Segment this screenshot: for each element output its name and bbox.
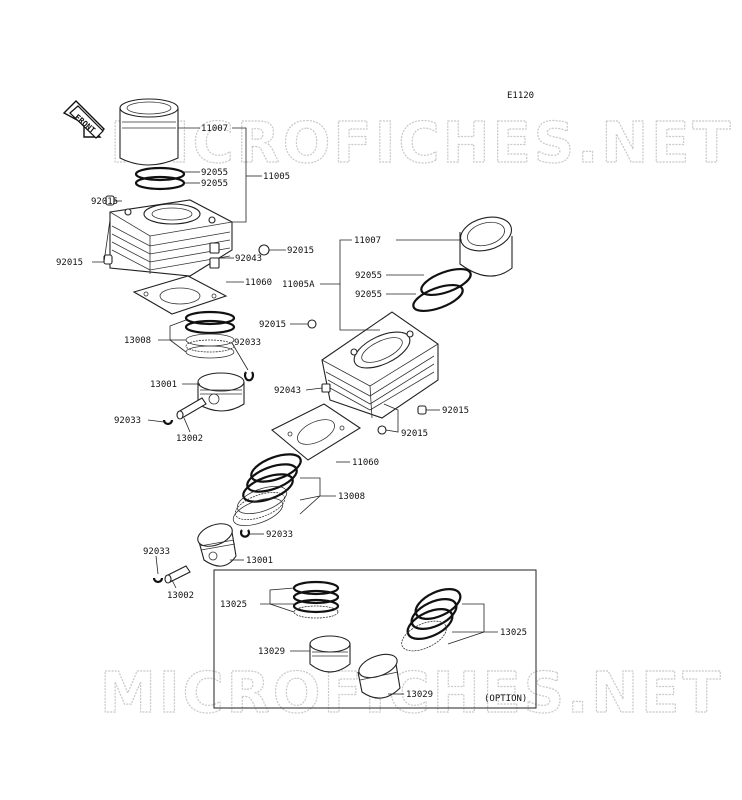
label-92043-a: 92043 [235,254,262,264]
cylinder-block-right [321,311,439,419]
ring-92055-c [420,267,472,297]
label-13001-b: 13001 [246,556,273,566]
option-label: (OPTION) [484,694,527,704]
label-13029-b: 13029 [406,690,433,700]
label-92033-b: 92033 [114,416,141,426]
ring-92055-a [134,166,186,182]
label-92033-c: 92033 [266,530,293,540]
label-92015-c: 92015 [287,246,314,256]
label-92015-b: 92015 [56,258,83,268]
label-11060-b: 11060 [352,458,379,468]
option-piston-left [309,635,351,673]
diagram-id: E1120 [507,91,534,101]
option-ring-set-left [292,580,340,619]
ring-set-13008-right [232,453,302,527]
dowel-92043-b [321,383,331,393]
label-13008-a: 13008 [124,336,151,346]
label-11005A: 11005A [282,280,315,290]
label-92015-a: 92015 [91,197,118,207]
piston-top-left [119,98,179,166]
bolt-92015-e [417,405,427,415]
label-13029-a: 13029 [258,647,285,657]
option-ring-set-right [401,588,462,652]
label-92015-e: 92015 [442,406,469,416]
piston-pin-13002-b [164,565,191,584]
label-92015-f: 92015 [401,429,428,439]
label-13002-b: 13002 [167,591,194,601]
label-13025-b: 13025 [500,628,527,638]
label-13008-b: 13008 [338,492,365,502]
watermark-top: MICROFICHES.NET [110,111,734,176]
cylinder-block-top-left [109,199,233,277]
circlip-92033-b [162,419,174,426]
circlip-92033-a [243,371,255,382]
label-13025-a: 13025 [220,600,247,610]
piston-top-right [459,216,513,277]
label-13002-a: 13002 [176,434,203,444]
piston-13001-right [197,523,237,567]
leader-lines [92,127,498,695]
label-92055-c: 92055 [355,271,382,281]
label-92055-a: 92055 [201,168,228,178]
label-13001-a: 13001 [150,380,177,390]
piston-13001-top-left [197,372,245,412]
nut-92015-d [307,319,317,329]
dowel-92043-a1 [209,242,220,254]
label-11060-a: 11060 [245,278,272,288]
bolt-92015-a [105,195,115,206]
label-92055-d: 92055 [355,290,382,300]
label-11005: 11005 [263,172,290,182]
label-92033-a: 92033 [234,338,261,348]
label-92033-d: 92033 [143,547,170,557]
nut-92015-f [377,425,387,435]
ring-92055-b [134,175,186,191]
label-92055-b: 92055 [201,179,228,189]
gasket-top-left [132,275,228,315]
circlip-92033-c [239,529,251,538]
piston-pin-13002-a [176,397,207,420]
ring-set-13008-top-left [184,310,236,359]
dowel-92043-a2 [209,257,220,269]
option-box [213,569,537,709]
label-92043-b: 92043 [274,386,301,396]
front-arrow-icon: FRONT [62,100,105,139]
watermark-bottom: MICROFICHES.NET [100,661,724,726]
circlip-92033-d [152,577,164,584]
option-piston-right [357,653,401,699]
label-11007-a: 11007 [201,124,228,134]
label-92015-d: 92015 [259,320,286,330]
label-11007-b: 11007 [354,236,381,246]
ring-92055-d [412,283,464,313]
gasket-right [271,403,362,461]
